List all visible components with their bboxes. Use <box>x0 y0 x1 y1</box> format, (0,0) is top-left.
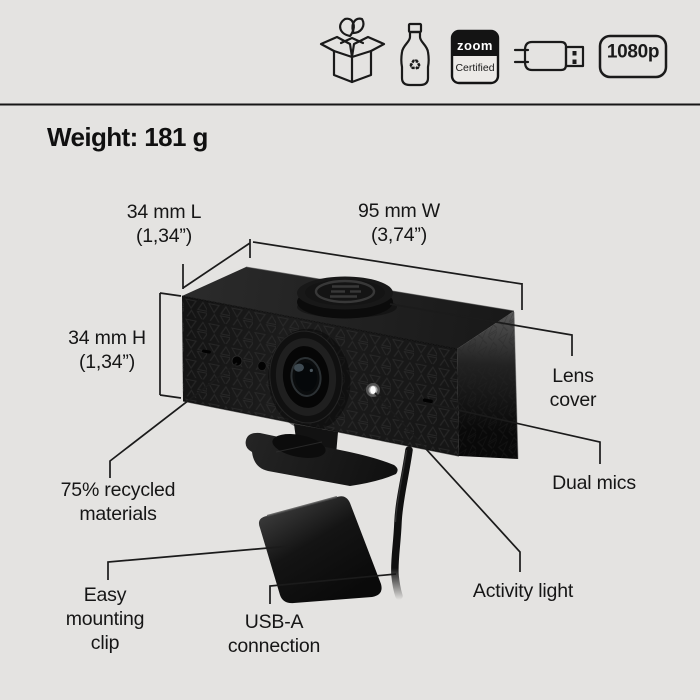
callout-label-dual-mics: Dual mics <box>552 472 636 494</box>
dimension-line-height <box>159 292 182 399</box>
recycled-bottle-icon: ♻ <box>400 22 430 87</box>
resolution-badge-label: 1080p <box>607 42 659 63</box>
callout-label-lens-cover: Lens cover <box>549 365 597 411</box>
callout-label-recycled-materials: 75% recycled materials <box>60 479 176 525</box>
activity-led <box>366 383 380 397</box>
recyclable-packaging-icon <box>319 17 386 84</box>
callout-line-lens-cover <box>389 303 573 356</box>
webcam-illustration <box>181 266 519 604</box>
dimension-lines <box>159 239 523 399</box>
usb-cable-icon <box>513 40 585 72</box>
zoom-certified-badge: zoom Certified <box>450 29 500 85</box>
dimension-label-length: 34 mm L (1,34”) <box>126 201 202 247</box>
camera-lens <box>268 328 351 431</box>
hp-logo <box>314 279 376 304</box>
callout-label-usb: USB-A connection <box>227 611 321 657</box>
callout-line-recycled <box>109 362 238 478</box>
callout-label-mounting-clip: Easy mounting clip <box>65 584 145 654</box>
usb-cable <box>386 446 413 600</box>
lens-cover-disc <box>297 276 397 319</box>
front-port-hole <box>231 355 243 367</box>
zoom-badge-bottom-label: Certified <box>455 62 494 74</box>
callout-line-usb <box>269 573 397 604</box>
dimension-label-width: 95 mm W (3,74”) <box>357 200 441 246</box>
callout-lines <box>107 303 601 604</box>
zoom-badge-top-label: zoom <box>457 38 493 53</box>
dimension-line-length <box>182 239 251 289</box>
right-mic-hole <box>422 398 433 404</box>
callout-line-activity-light <box>374 392 521 572</box>
front-small-hole <box>257 361 267 371</box>
feature-icons-row: ♻ zoom Certified 1080p <box>319 17 668 87</box>
left-mic-hole <box>201 349 211 354</box>
callout-line-mounting-clip <box>107 545 292 580</box>
weight-heading: Weight: 181 g <box>47 122 208 152</box>
resolution-badge: 1080p <box>598 34 668 79</box>
callout-line-dual-mics <box>430 403 601 464</box>
mounting-clip <box>245 424 398 604</box>
callout-label-activity-light: Activity light <box>472 580 574 602</box>
recycle-symbol-icon: ♻ <box>408 57 421 74</box>
dimension-label-height: 34 mm H (1,34”) <box>68 327 146 373</box>
dimension-line-width <box>252 241 523 310</box>
